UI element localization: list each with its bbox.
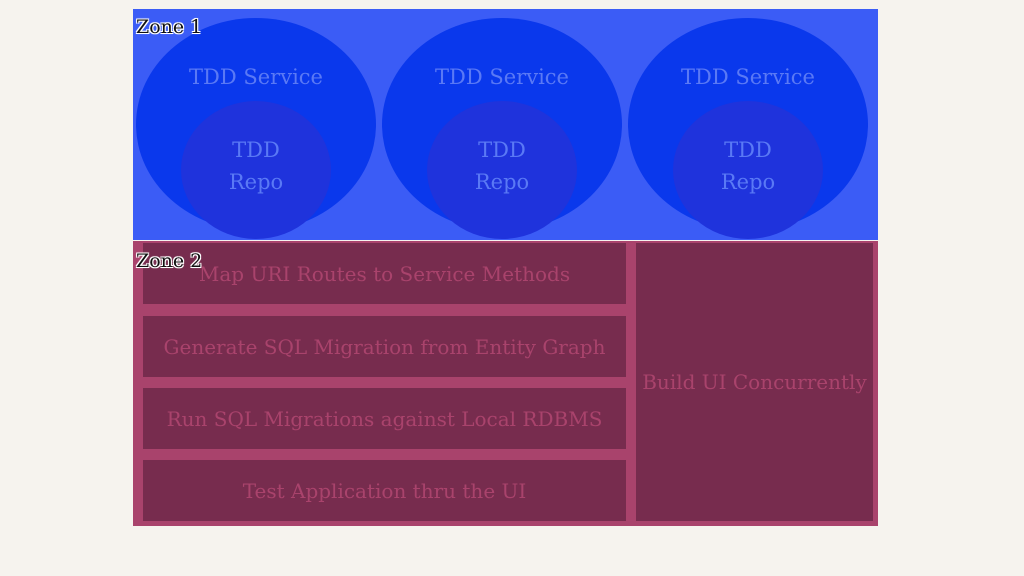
service-label: TDD Service [435,65,569,89]
tdd-repo-2: TDD Repo [427,101,577,239]
repo-label-line1: TDD [232,138,280,162]
tdd-service-2: TDD Service TDD Repo [382,18,622,239]
repo-label-line1: TDD [724,138,772,162]
tdd-service-3: TDD Service TDD Repo [628,18,868,239]
repo-label-line2: Repo [228,170,284,194]
zone-1: Zone 1 TDD Service TDD Repo TDD Service … [133,9,878,240]
task-generate-sql-migration: Generate SQL Migration from Entity Graph [143,316,626,377]
zone-2-label: Zone 2 [136,250,203,272]
tdd-service-1: TDD Service TDD Repo [136,18,376,239]
tdd-repo-1: TDD Repo [181,101,331,239]
repo-label-line2: Repo [474,170,530,194]
service-label: TDD Service [681,65,815,89]
zone-1-label: Zone 1 [136,16,203,38]
task-build-ui-concurrently: Build UI Concurrently [636,243,873,521]
task-map-uri-routes: Map URI Routes to Service Methods [143,243,626,304]
task-test-application: Test Application thru the UI [143,460,626,521]
zone-2: Zone 2 Map URI Routes to Service Methods… [133,241,878,526]
task-run-sql-migrations: Run SQL Migrations against Local RDBMS [143,388,626,449]
repo-label-line2: Repo [720,170,776,194]
service-label: TDD Service [189,65,323,89]
tdd-repo-3: TDD Repo [673,101,823,239]
repo-label-line1: TDD [478,138,526,162]
